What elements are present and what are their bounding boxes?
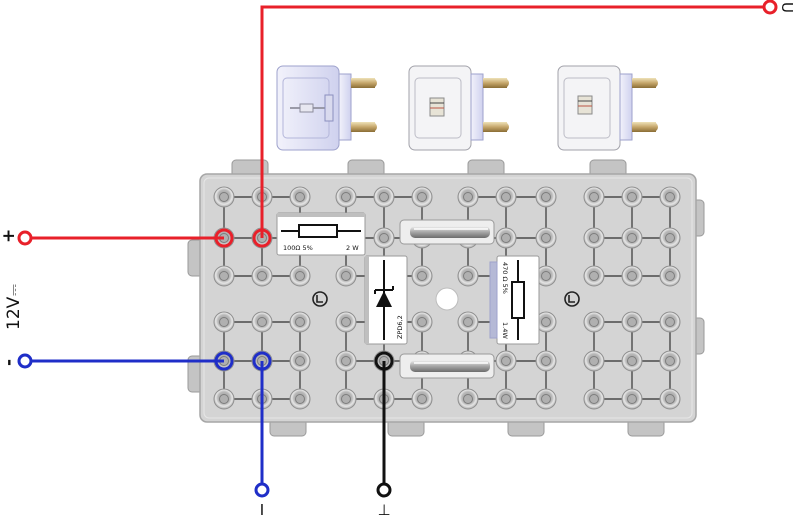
terminal-i[interactable]	[254, 482, 270, 498]
socket-icon[interactable]	[495, 186, 517, 208]
socket-icon[interactable]	[659, 350, 681, 372]
socket-icon[interactable]	[535, 350, 557, 372]
black-plug-end	[374, 351, 394, 371]
resistor-100-power: 2 W	[346, 244, 359, 252]
socket-icon[interactable]	[457, 388, 479, 410]
socket-icon[interactable]	[535, 227, 557, 249]
label-i: I	[260, 501, 264, 518]
fuse-plug-1[interactable]	[276, 65, 377, 151]
socket-grid	[213, 186, 681, 410]
resistor-470-ohm[interactable]: 470 Ω 5% 1.4W	[489, 255, 540, 345]
socket-icon[interactable]	[583, 311, 605, 333]
blue-plug-end	[214, 351, 234, 371]
socket-icon[interactable]	[583, 388, 605, 410]
socket-icon[interactable]	[289, 311, 311, 333]
label-minus: -	[0, 359, 19, 366]
resistor-100-value: 100Ω 5%	[283, 244, 313, 252]
resistor-100-ohm[interactable]: 100Ω 5% 2 W	[276, 212, 366, 256]
socket-icon[interactable]	[289, 186, 311, 208]
socket-icon[interactable]	[373, 186, 395, 208]
socket-icon[interactable]	[373, 227, 395, 249]
label-supply-dc: ⎓	[5, 284, 23, 296]
socket-icon[interactable]	[335, 350, 357, 372]
socket-icon[interactable]	[583, 227, 605, 249]
socket-icon[interactable]	[621, 227, 643, 249]
socket-icon[interactable]	[457, 311, 479, 333]
socket-icon[interactable]	[659, 265, 681, 287]
socket-icon[interactable]	[621, 311, 643, 333]
fuse-plug-2[interactable]	[408, 65, 509, 151]
socket-icon[interactable]	[411, 265, 433, 287]
red-plug-end	[214, 228, 234, 248]
terminal-plus[interactable]	[17, 230, 33, 246]
resistor-470-power: 1.4W	[501, 322, 509, 339]
socket-icon[interactable]	[495, 350, 517, 372]
terminal-minus[interactable]	[17, 353, 33, 369]
label-ground: ⊥	[377, 501, 390, 518]
socket-icon[interactable]	[457, 186, 479, 208]
socket-icon[interactable]	[535, 388, 557, 410]
socket-icon[interactable]	[411, 186, 433, 208]
socket-icon[interactable]	[621, 350, 643, 372]
socket-icon[interactable]	[411, 311, 433, 333]
fuse-plug-3[interactable]	[557, 65, 658, 151]
label-supply-voltage: 12V	[4, 296, 24, 330]
leybold-logo-icon	[564, 291, 580, 307]
zener-diode-zpd62[interactable]: ZPD6,2	[364, 255, 408, 345]
socket-icon[interactable]	[411, 388, 433, 410]
socket-icon[interactable]	[335, 265, 357, 287]
socket-icon[interactable]	[659, 186, 681, 208]
socket-icon[interactable]	[495, 227, 517, 249]
red-wire-u[interactable]	[260, 5, 764, 238]
socket-icon[interactable]	[289, 388, 311, 410]
socket-icon[interactable]	[213, 186, 235, 208]
socket-icon[interactable]	[583, 350, 605, 372]
resistor-470-value: 470 Ω 5%	[501, 262, 509, 294]
socket-icon[interactable]	[213, 265, 235, 287]
socket-icon[interactable]	[621, 265, 643, 287]
socket-icon[interactable]	[535, 265, 557, 287]
socket-icon[interactable]	[251, 311, 273, 333]
terminal-u[interactable]	[762, 0, 778, 15]
blue-plug-end	[252, 351, 272, 371]
label-u: U	[778, 2, 796, 13]
socket-icon[interactable]	[659, 311, 681, 333]
socket-icon[interactable]	[457, 265, 479, 287]
red-plug-end	[252, 228, 272, 248]
bridging-plug-top[interactable]	[399, 219, 495, 245]
socket-icon[interactable]	[621, 388, 643, 410]
board-center-hole	[435, 287, 459, 311]
socket-icon[interactable]	[289, 350, 311, 372]
socket-icon[interactable]	[535, 311, 557, 333]
socket-icon[interactable]	[495, 388, 517, 410]
socket-icon[interactable]	[535, 186, 557, 208]
leybold-logo-icon	[312, 291, 328, 307]
socket-icon[interactable]	[659, 227, 681, 249]
socket-icon[interactable]	[335, 311, 357, 333]
socket-icon[interactable]	[213, 311, 235, 333]
socket-icon[interactable]	[335, 388, 357, 410]
label-plus: +	[0, 229, 19, 243]
fuse-plug-icon	[351, 78, 377, 132]
zener-type-label: ZPD6,2	[396, 315, 404, 339]
socket-icon[interactable]	[621, 186, 643, 208]
socket-icon[interactable]	[335, 186, 357, 208]
socket-icon[interactable]	[213, 388, 235, 410]
socket-icon[interactable]	[659, 388, 681, 410]
socket-icon[interactable]	[251, 265, 273, 287]
socket-icon[interactable]	[289, 265, 311, 287]
bridging-plug-bottom[interactable]	[399, 353, 495, 379]
socket-icon[interactable]	[583, 265, 605, 287]
socket-icon[interactable]	[583, 186, 605, 208]
terminal-ground[interactable]	[376, 482, 392, 498]
